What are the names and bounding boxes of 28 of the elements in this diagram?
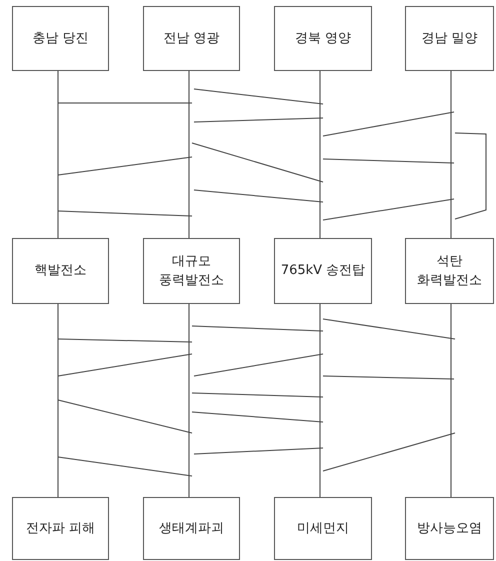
label-box (405, 497, 494, 560)
label-box (12, 238, 109, 304)
box-text: 765kV 송전탑 (280, 262, 366, 280)
connector-line (450, 70, 486, 238)
box-text: 생태계파괴 (159, 520, 224, 538)
connector-line (188, 70, 190, 238)
box-text: 경북 영양 (294, 30, 352, 48)
box-text: 핵발전소 (34, 262, 86, 280)
label-box (143, 497, 240, 560)
connector-line (188, 304, 190, 498)
box-text: 전자파 피해 (26, 520, 96, 538)
label-box (12, 497, 109, 560)
box-text: 대규모 풍력발전소 (158, 252, 225, 290)
box-text: 전남 영광 (163, 30, 220, 48)
box-text: 석탄 화력발전소 (416, 252, 483, 290)
label-box (143, 238, 240, 304)
label-box (274, 497, 372, 560)
label-box (405, 238, 494, 304)
label-box (12, 6, 109, 71)
box-text: 경남 밀양 (421, 30, 478, 48)
box-text: 방사능오염 (417, 520, 482, 538)
label-box (274, 238, 372, 304)
label-box (274, 6, 372, 71)
box-text: 충남 당진 (32, 30, 89, 48)
connector-line (450, 304, 452, 498)
box-text: 미세먼지 (297, 520, 349, 538)
label-box (405, 6, 494, 71)
label-box (143, 6, 240, 71)
